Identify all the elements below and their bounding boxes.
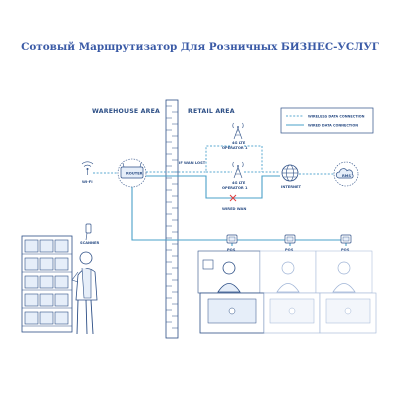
lte-tower-bottom-icon xyxy=(232,161,244,179)
scanner-label: SCANNER xyxy=(80,241,99,245)
dividing-wall xyxy=(165,99,179,339)
lte-top-line1: 4G LTE xyxy=(232,141,246,145)
wan-lost-label: IF WAN LOST xyxy=(179,161,206,165)
router-device xyxy=(117,158,147,188)
lte-tower-top-icon xyxy=(232,122,244,140)
rms-label: RMS xyxy=(342,174,351,178)
pos-terminal-1 xyxy=(226,234,238,244)
lte-bottom-line1: 4G LTE xyxy=(232,181,246,185)
lte-bottom-line2: OPERATOR 1 xyxy=(222,186,248,190)
wired-wan-link xyxy=(146,175,280,199)
pos-terminal-2 xyxy=(284,234,296,244)
scanner-icon xyxy=(85,223,92,241)
router-label: ROUTER xyxy=(126,172,143,176)
wan-failure-x-icon xyxy=(229,194,237,202)
lte-top-to-internet xyxy=(244,145,263,172)
warehouse-shelves xyxy=(21,235,73,333)
legend: WIRELESS DATA CONNECTION WIRED DATA CONN… xyxy=(280,107,374,134)
internet-label: INTERNET xyxy=(281,185,301,189)
retail-area-label: RETAIL AREA xyxy=(188,108,235,115)
lte-top-link xyxy=(146,145,232,173)
diagram-title: Сотовый Маршрутизатор Для Розничных БИЗН… xyxy=(21,41,379,53)
router-wired-bus xyxy=(131,185,349,241)
warehouse-worker xyxy=(71,251,98,335)
warehouse-area-label: WAREHOUSE AREA xyxy=(92,108,160,115)
legend-wireless-label: WIRELESS DATA CONNECTION xyxy=(308,114,365,118)
legend-wired-label: WIRED DATA CONNECTION xyxy=(308,123,358,127)
rms-cloud xyxy=(333,161,359,187)
pos-3-label: POS xyxy=(341,248,350,252)
wifi-label: WI-FI xyxy=(82,180,93,184)
wifi-icon xyxy=(81,161,94,175)
lte-top-line2: OPERATOR 1 xyxy=(222,146,248,150)
pos-1-label: POS xyxy=(227,248,236,252)
checkout-counters xyxy=(197,250,377,334)
internet-globe-icon xyxy=(281,164,299,182)
pos-2-label: POS xyxy=(285,248,294,252)
wired-wan-label: WIRED WAN xyxy=(222,207,246,211)
pos-terminal-3 xyxy=(340,234,352,244)
